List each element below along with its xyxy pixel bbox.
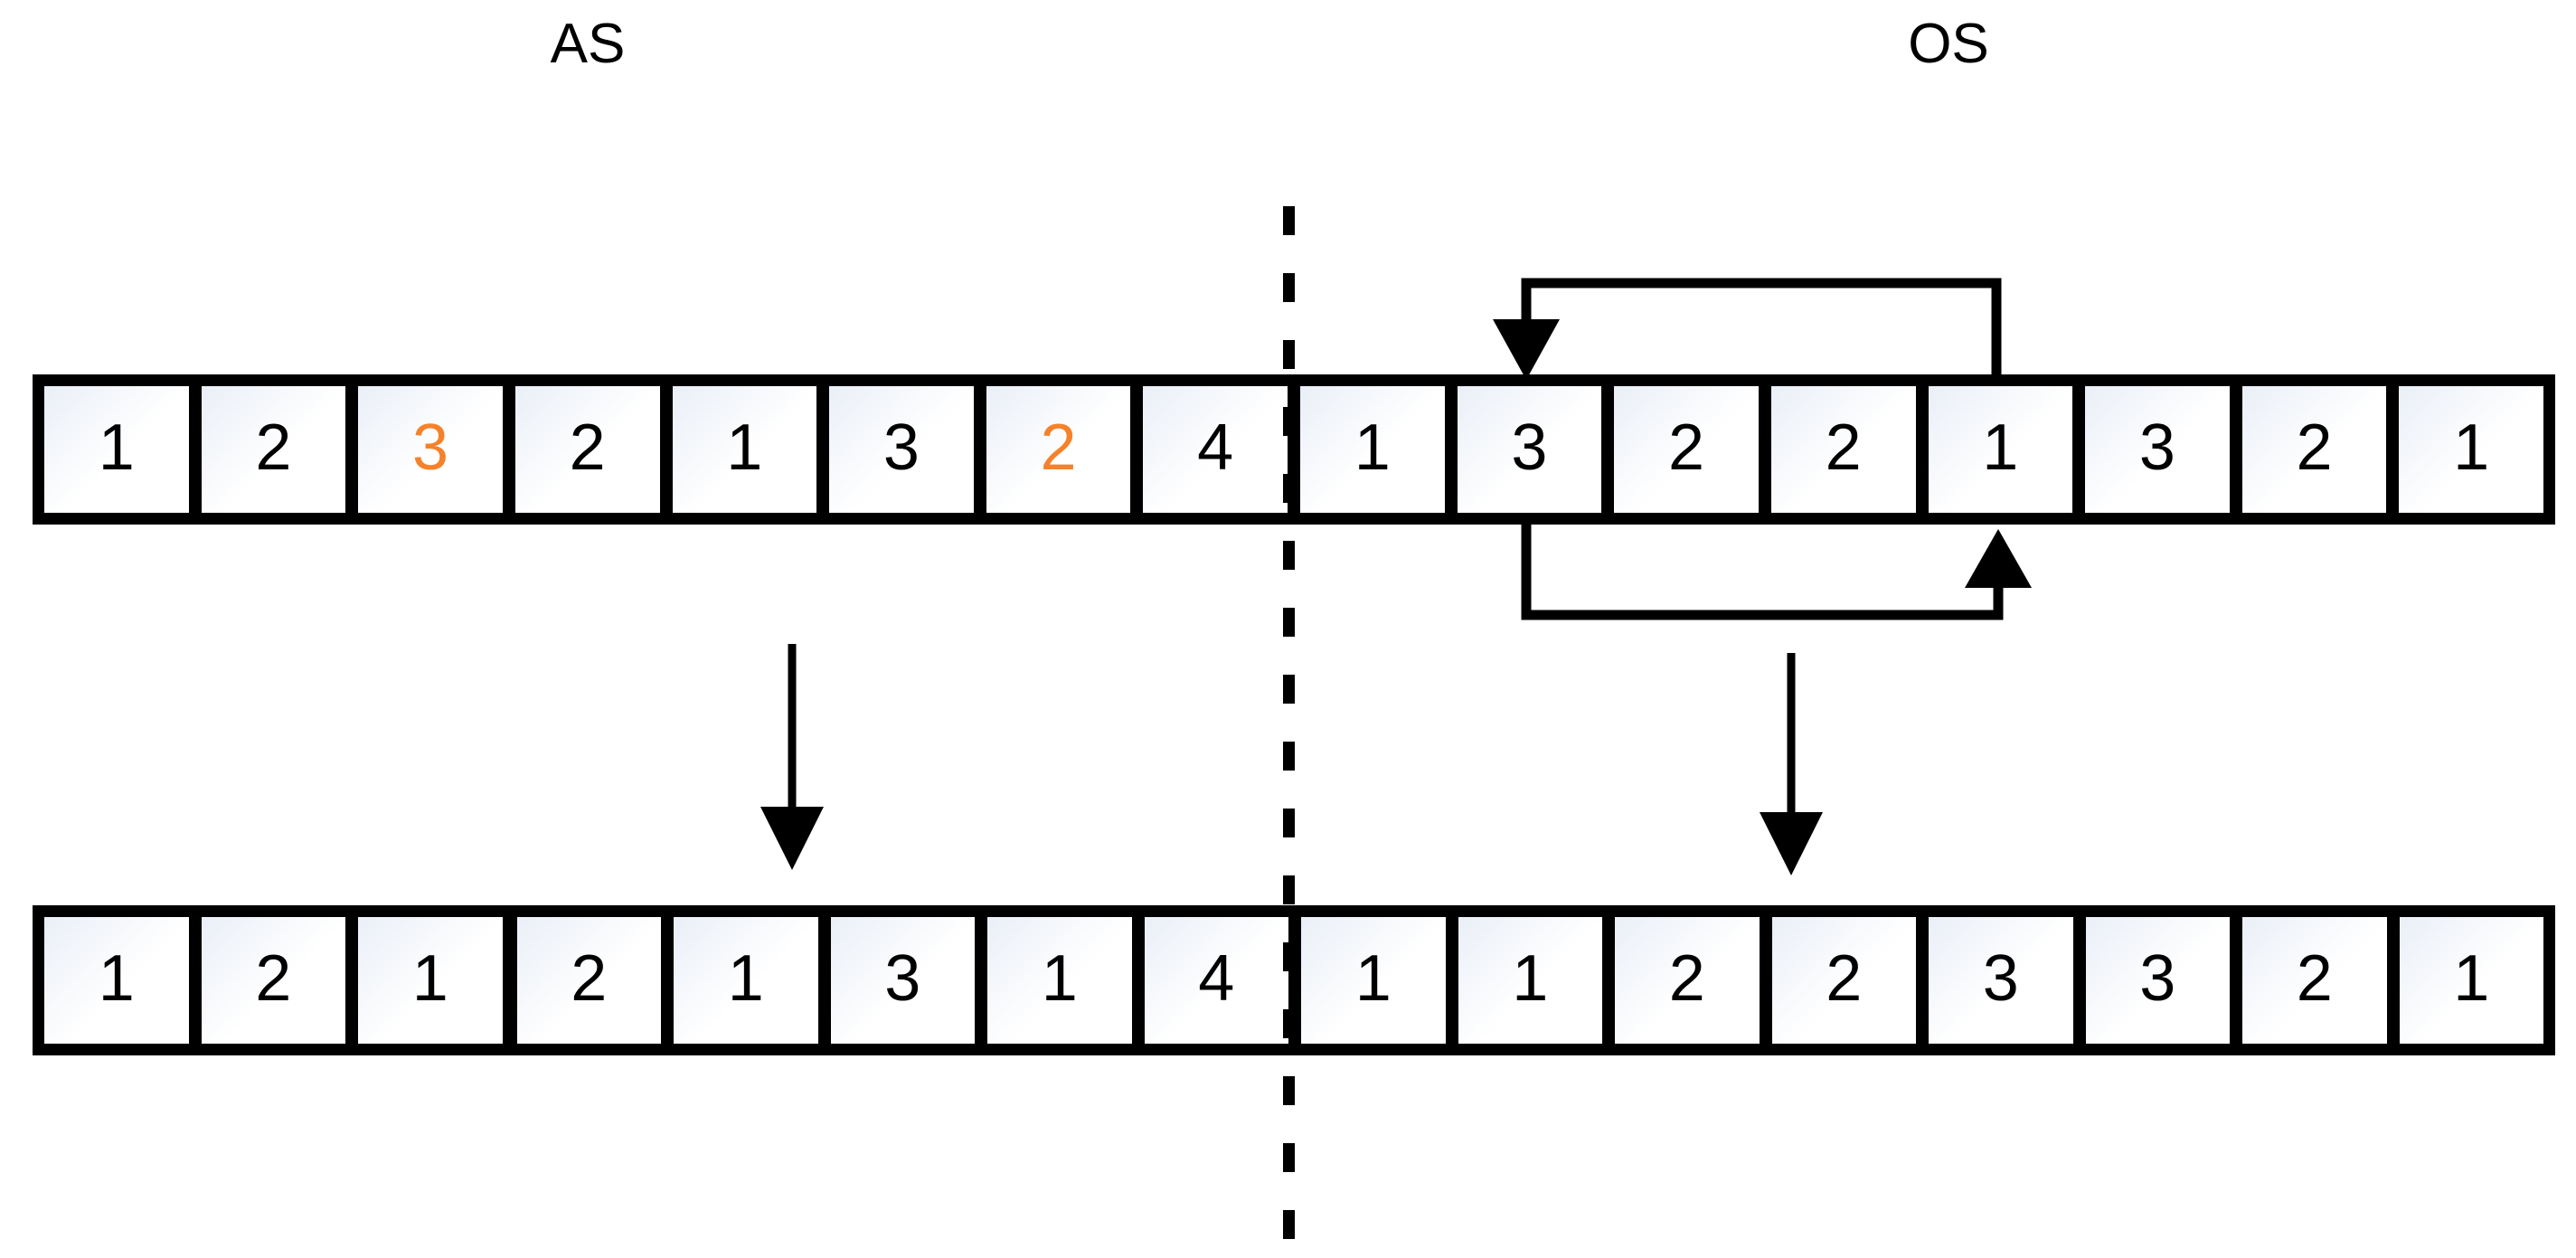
as-os-divider-dashed-line [1283,206,1295,1246]
cell-value: 2 [1825,411,1862,484]
cell-value: 2 [571,942,608,1015]
cell-value: 1 [1354,942,1392,1015]
cell-value: 1 [98,411,135,484]
cell-value: 1 [1512,942,1549,1015]
cell-value: 2 [255,411,292,484]
cell-top-8[interactable]: 4 [1137,386,1294,513]
cell-value: 1 [1354,411,1391,484]
cell-value: 1 [98,942,135,1015]
cell-top-14[interactable]: 3 [2079,386,2236,513]
cell-bottom-13[interactable]: 3 [1922,917,2080,1044]
cell-top-11[interactable]: 2 [1608,386,1765,513]
cell-value: 2 [2296,411,2333,484]
cell-value: 1 [411,942,448,1015]
cell-value: 2 [1668,942,1705,1015]
cell-top-10[interactable]: 3 [1450,386,1609,513]
cell-value: 2 [1040,411,1077,484]
cell-value: 3 [2138,411,2175,484]
cell-value: 3 [1511,411,1548,484]
cell-value: 3 [1982,942,2019,1015]
cell-value: 2 [1668,411,1705,484]
cell-bottom-4[interactable]: 2 [508,917,667,1044]
cell-bottom-16[interactable]: 1 [2392,917,2543,1044]
section-label-as: AS [550,13,626,75]
cell-value: 1 [2453,942,2490,1015]
cell-value: 2 [1826,942,1863,1015]
cell-top-4[interactable]: 2 [508,386,666,513]
transform-arrow-as-icon [760,644,824,870]
cell-top-6[interactable]: 3 [823,386,980,513]
cell-bottom-7[interactable]: 1 [981,917,1138,1044]
cell-bottom-15[interactable]: 2 [2236,917,2393,1044]
cell-value: 3 [2139,942,2176,1015]
section-label-os: OS [1908,13,1989,75]
cell-bottom-3[interactable]: 1 [352,917,509,1044]
cell-value: 3 [884,942,921,1015]
cell-top-1[interactable]: 1 [44,386,195,513]
cell-top-13[interactable]: 1 [1921,386,2080,513]
cell-value: 3 [882,411,920,484]
cell-value: 1 [2453,411,2490,484]
cell-bottom-8[interactable]: 4 [1137,917,1295,1044]
cell-value: 4 [1198,942,1235,1015]
cell-bottom-11[interactable]: 2 [1609,917,1766,1044]
cell-top-15[interactable]: 2 [2235,386,2393,513]
cell-value: 1 [727,942,764,1015]
cell-value: 1 [1041,942,1078,1015]
cell-value: 1 [1982,411,2019,484]
cell-bottom-9[interactable]: 1 [1295,917,1452,1044]
swap-arrow-bottom-icon [1521,523,2032,620]
cell-value: 2 [255,942,292,1015]
cell-bottom-2[interactable]: 2 [194,917,352,1044]
cell-top-3[interactable]: 3 [352,386,509,513]
cell-bottom-14[interactable]: 3 [2079,917,2236,1044]
cell-bottom-1[interactable]: 1 [44,917,195,1044]
cell-value: 2 [569,411,606,484]
cell-value: 1 [726,411,763,484]
cell-bottom-6[interactable]: 3 [824,917,981,1044]
transform-arrow-os-icon [1760,653,1823,875]
cell-value: 4 [1197,411,1234,484]
cell-bottom-5[interactable]: 1 [667,917,825,1044]
cell-top-5[interactable]: 1 [665,386,824,513]
cell-top-7[interactable]: 2 [979,386,1137,513]
cell-bottom-10[interactable]: 1 [1451,917,1609,1044]
cell-top-16[interactable]: 1 [2392,386,2543,513]
cell-bottom-12[interactable]: 2 [1765,917,1922,1044]
cell-top-2[interactable]: 2 [194,386,353,513]
cell-value: 2 [2296,942,2333,1015]
cell-top-9[interactable]: 1 [1294,386,1451,513]
cell-top-12[interactable]: 2 [1764,386,1922,513]
cell-value: 3 [412,411,449,484]
swap-arrow-top-icon [1493,278,2002,380]
